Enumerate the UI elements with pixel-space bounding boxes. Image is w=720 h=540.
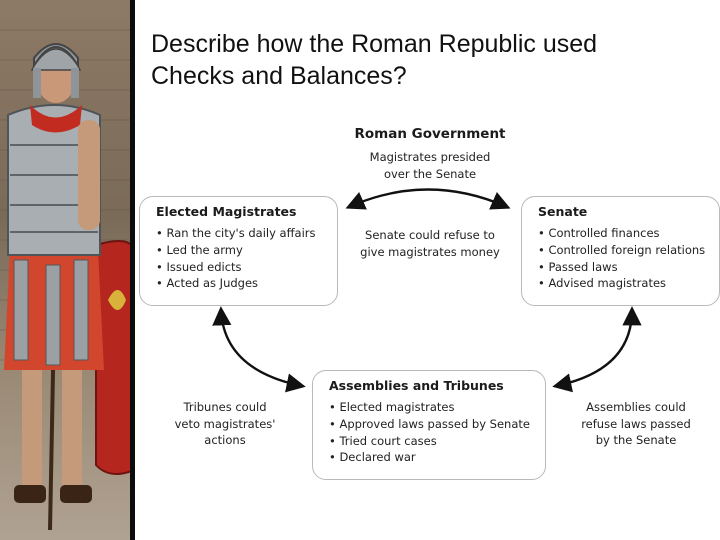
caption-tribunes-veto: Tribunes could veto magistrates' actions [174, 400, 276, 447]
roman-soldier-photo [0, 0, 130, 540]
diagram-heading: Roman Government [354, 126, 506, 142]
list-item: Controlled foreign relations [538, 242, 711, 259]
elected-magistrates-list: Ran the city's daily affairs Led the arm… [156, 225, 329, 292]
slide-title-line-2: Checks and Balances? [151, 62, 407, 90]
assemblies-tribunes-box: Assemblies and Tribunes Elected magistra… [312, 370, 546, 480]
list-item: Passed laws [538, 259, 711, 276]
list-item: Elected magistrates [329, 399, 537, 416]
senate-list: Controlled finances Controlled foreign r… [538, 225, 711, 292]
caption-assemblies-refuse-laws: Assemblies could refuse laws passed by t… [581, 400, 691, 447]
photo-divider [130, 0, 135, 540]
list-item: Approved laws passed by Senate [329, 416, 537, 433]
list-item: Advised magistrates [538, 275, 711, 292]
slide-title-line-1: Describe how the Roman Republic used [151, 30, 598, 58]
list-item: Controlled finances [538, 225, 711, 242]
roman-soldier-illustration [0, 29, 130, 531]
list-item: Issued edicts [156, 259, 329, 276]
arrow-senate-assemblies [552, 306, 642, 393]
senate-box: Senate Controlled finances Controlled fo… [521, 196, 720, 306]
caption-magistrates-presided: Magistrates presided over the Senate [369, 150, 491, 181]
caption-senate-refuse-money: Senate could refuse to give magistrates … [360, 228, 500, 259]
elected-magistrates-box: Elected Magistrates Ran the city's daily… [139, 196, 338, 306]
slide-title: Describe how the Roman Republic used Che… [151, 28, 691, 92]
list-item: Acted as Judges [156, 275, 329, 292]
senate-title: Senate [538, 204, 588, 219]
arrow-magistrates-senate [345, 188, 511, 210]
list-item: Ran the city's daily affairs [156, 225, 329, 242]
elected-magistrates-title: Elected Magistrates [156, 204, 297, 219]
list-item: Led the army [156, 242, 329, 259]
assemblies-tribunes-title: Assemblies and Tribunes [329, 378, 504, 393]
list-item: Tried court cases [329, 433, 537, 450]
list-item: Declared war [329, 449, 537, 466]
arrow-magistrates-assemblies [212, 306, 306, 393]
assemblies-tribunes-list: Elected magistrates Approved laws passed… [329, 399, 537, 466]
